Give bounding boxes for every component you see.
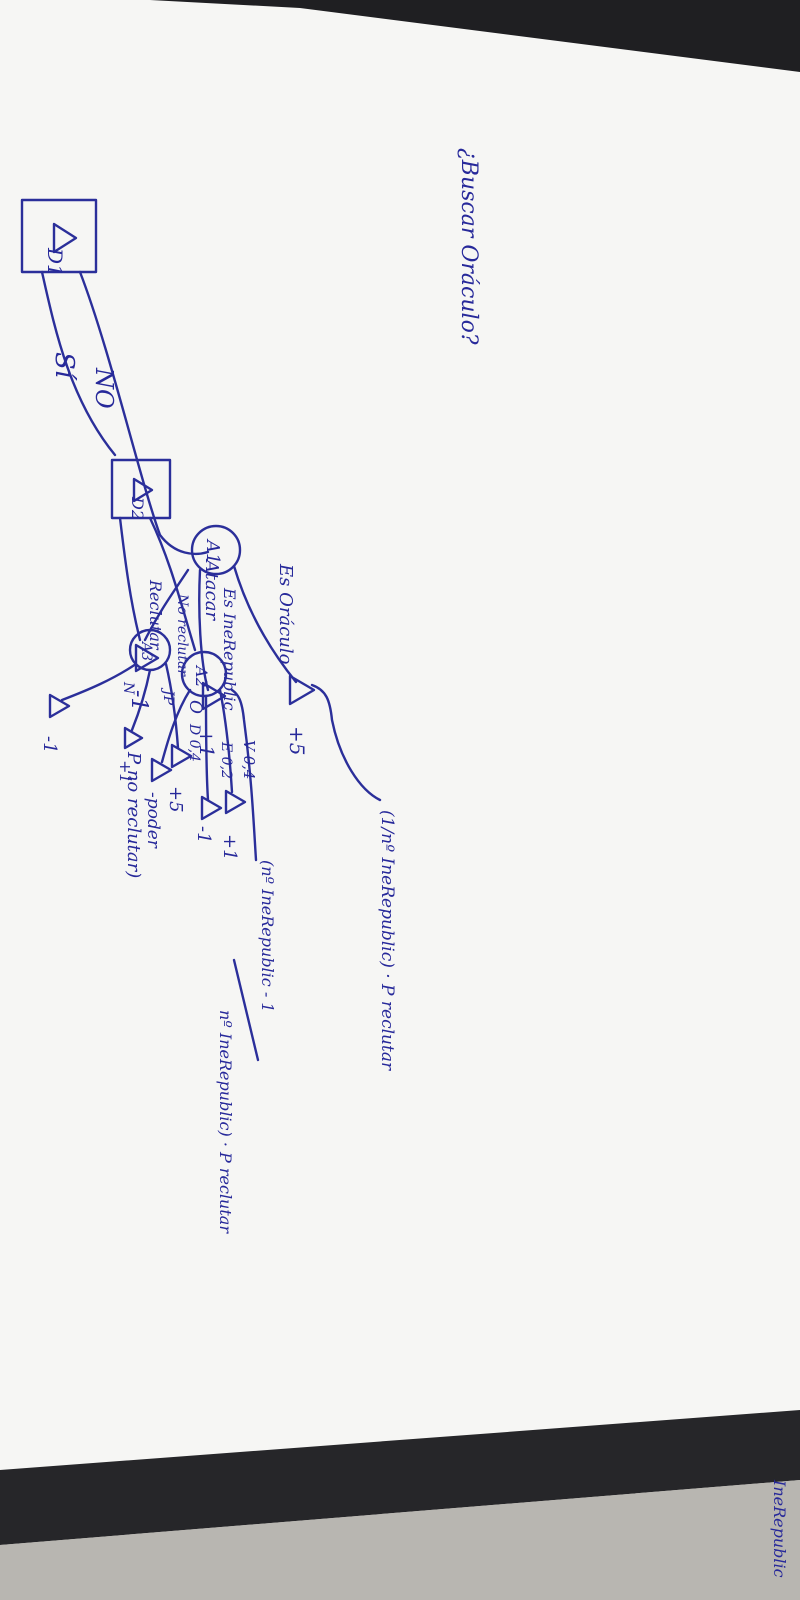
branch-es-inepublic (198, 568, 210, 692)
binder-edge-bottom (0, 1410, 800, 1545)
annotation-prob-inepublic-bottom: nº IneRepublic) · P reclutar (216, 1010, 235, 1234)
binder-edge-top (150, 0, 800, 72)
branch-d (160, 688, 192, 764)
payoff-d-triangle (150, 757, 173, 783)
branch-e (204, 694, 210, 802)
branch-d-label: D 0,4 (186, 723, 202, 762)
branch-v (218, 688, 234, 794)
payoff-e: -1 (193, 826, 214, 844)
payoff-no-reclutar-triangle (134, 643, 160, 673)
chance-node-a2 (180, 650, 228, 698)
payoff-n-triangle (48, 693, 71, 719)
branch-es-oraculo-label: Es Oráculo (275, 563, 296, 665)
payoff-oraculo: +5 (285, 726, 309, 755)
branch-no-reclutar (143, 568, 190, 642)
node-a1-label: A1 (202, 538, 223, 564)
payoff-jp: +1 (116, 760, 135, 784)
decision-node-d1-triangle (52, 222, 78, 254)
branch-jp (130, 668, 152, 732)
branch-reclutar (118, 516, 142, 642)
fraction-line (232, 958, 260, 1062)
node-a3-label: A3 (138, 640, 154, 661)
payoff-v-triangle (224, 789, 247, 815)
chance-node-a1 (190, 524, 242, 576)
payoff-v: +1 (219, 834, 240, 861)
payoff-d: -poder (143, 792, 163, 849)
decision-node-d2-box (110, 458, 172, 520)
question-label: ¿Buscar Oráculo? (456, 148, 481, 345)
branch-no-label: NO (90, 367, 118, 409)
bracket-oraculo (310, 683, 382, 802)
branch-atacar-label: Atacar (201, 558, 222, 621)
branch-jp-label: JP (160, 687, 176, 706)
annotation-prob-inepublic-top: (nº IneRepublic - 1 (258, 860, 277, 1013)
annotation-prob-oraculo: (1/nº IneRepublic) · P reclutar (377, 810, 397, 1071)
node-d1-label: D1 (43, 247, 67, 277)
branch-o-label: O (185, 700, 205, 714)
branch-atacar (148, 516, 197, 652)
branch-v-label: V 0,4 (240, 740, 258, 779)
branch-n (60, 662, 138, 702)
node-a2-label: A2 (192, 664, 211, 688)
corner-annotation: IneRepublic (770, 1479, 789, 1578)
decision-node-d1-box (20, 198, 98, 274)
paper-sheet (0, 0, 800, 1500)
branch-no-reclutar-label: No reclutar (174, 593, 190, 677)
branch-o (164, 662, 180, 750)
payoff-o-triangle (170, 743, 193, 769)
bracket-inepublic (230, 688, 258, 862)
annotation-prob-no-reclutar: P no reclutar) (123, 751, 144, 878)
branch-reclutar-label: Reclutar (146, 579, 165, 651)
branch-n-label: N (120, 681, 136, 695)
decision-node-d2-triangle (132, 477, 154, 503)
payoff-oraculo-triangle (288, 674, 316, 706)
branch-no (40, 270, 117, 457)
payoff-e-triangle (200, 795, 223, 821)
branch-es-oraculo (232, 564, 298, 684)
desk-surface (0, 1480, 800, 1600)
node-d2-label: D2 (128, 496, 147, 520)
payoff-o: +5 (165, 786, 186, 813)
branch-e-label: E 0,2 (218, 741, 234, 779)
payoff-n: -1 (39, 736, 60, 754)
payoff-jp-triangle (123, 726, 144, 750)
